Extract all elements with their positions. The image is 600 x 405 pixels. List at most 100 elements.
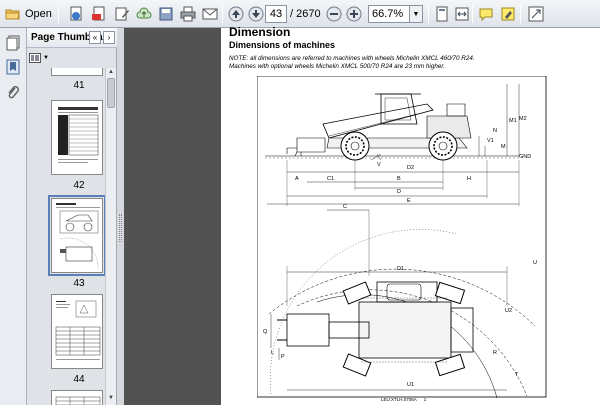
scrollbar-thumb[interactable] <box>107 78 115 108</box>
dim-label: GND <box>519 154 531 160</box>
figure-reference: LEU.XTLH.0706A 1 <box>381 397 426 402</box>
page-43-preview <box>56 203 100 270</box>
save-icon <box>159 7 173 21</box>
dim-label: M <box>501 144 506 150</box>
scroll-up-icon[interactable]: ▲ <box>108 69 114 75</box>
expand-button[interactable] <box>526 4 546 24</box>
main-toolbar: Open <box>0 0 600 28</box>
dim-label: B <box>397 176 401 182</box>
comment-button[interactable] <box>476 4 496 24</box>
attachments-tab[interactable] <box>4 84 22 102</box>
dim-label: Q <box>263 329 268 335</box>
fit-width-button[interactable] <box>452 4 472 24</box>
dim-label: M2 <box>519 116 527 122</box>
document-view[interactable]: Dimension Dimensions of machines NOTE: a… <box>124 25 600 405</box>
dim-label: U <box>533 260 537 266</box>
page-subtitle: Dimensions of machines <box>229 40 336 50</box>
printer-icon <box>180 6 196 22</box>
dim-label: T <box>515 372 519 378</box>
thumbnail-page-42[interactable] <box>51 100 103 175</box>
dim-label: U2 <box>505 308 512 314</box>
previous-page-button[interactable] <box>226 4 246 24</box>
paperclip-icon <box>8 85 20 99</box>
chevron-right-icon: › <box>107 33 111 42</box>
panel-splitter[interactable] <box>117 28 124 405</box>
toolbar-separator <box>58 5 59 23</box>
page-count: / 2670 <box>290 8 321 20</box>
thumbnail-page-44[interactable] <box>51 294 103 369</box>
figure-number: 1 <box>423 397 427 402</box>
thumbnail-scrollbar[interactable]: ▲ ▼ <box>105 68 116 405</box>
side-view-labels: M1 M2 V1 N M GND V D2 A C1 B H D E <box>295 116 531 204</box>
scroll-down-icon[interactable]: ▼ <box>108 395 114 401</box>
open-label: Open <box>25 8 52 20</box>
thumbnail-page-45[interactable] <box>51 390 103 405</box>
next-page-button[interactable] <box>246 4 266 24</box>
minus-icon <box>326 6 342 22</box>
figure-code: LEU.XTLH.0706A <box>381 397 417 402</box>
note-line: NOTE: all dimensions are referred to mac… <box>229 55 475 62</box>
thumbnail-panel: Page Thumbna... « › ▼ 41 42 <box>27 28 117 405</box>
dim-label: A <box>295 176 299 182</box>
print-button[interactable] <box>178 4 198 24</box>
thumbnail-options-icon <box>29 53 41 63</box>
thumbnail-list: 41 42 <box>27 68 105 405</box>
top-view-labels: C D1 U U2 Q L P R U1 T <box>263 204 537 388</box>
page-number-input[interactable] <box>265 5 287 23</box>
email-button[interactable] <box>200 4 220 24</box>
arrow-down-icon <box>248 6 264 22</box>
page-45-preview <box>55 396 101 405</box>
create-pdf-button[interactable] <box>66 4 86 24</box>
fit-page-icon <box>436 6 448 22</box>
dim-label: D2 <box>407 165 414 171</box>
dim-label: N <box>493 128 497 134</box>
export-pdf-button[interactable] <box>89 4 109 24</box>
zoom-dropdown-button[interactable]: ▼ <box>410 5 423 23</box>
page-thumbnails-tab[interactable] <box>4 34 22 52</box>
envelope-icon <box>202 8 218 20</box>
collapse-panel-button[interactable]: « <box>89 31 101 44</box>
dim-label: E <box>407 198 411 204</box>
zoom-level-field[interactable]: 66.7% <box>368 5 410 23</box>
double-chevron-left-icon: « <box>92 33 98 42</box>
edit-button[interactable] <box>112 4 132 24</box>
thumbnail-page-number: 42 <box>73 180 85 191</box>
machine-dimension-drawing: M1 M2 V1 N M GND V D2 A C1 B H D E <box>257 76 547 398</box>
folder-open-icon <box>5 9 20 20</box>
dim-label: R <box>493 350 497 356</box>
dim-label: C1 <box>327 176 334 182</box>
dim-label: L <box>271 350 274 356</box>
zoom-out-button[interactable] <box>324 4 344 24</box>
save-button[interactable] <box>156 4 176 24</box>
panel-menu-button[interactable]: › <box>103 31 115 44</box>
top-view <box>268 209 536 398</box>
dim-label: V <box>377 162 381 168</box>
open-button[interactable]: Open <box>3 4 53 24</box>
pdf-export-icon <box>92 6 105 21</box>
fit-page-button[interactable] <box>432 4 452 24</box>
bookmarks-tab[interactable] <box>4 58 22 76</box>
highlight-button[interactable] <box>498 4 518 24</box>
dim-label: C <box>343 204 347 210</box>
zoom-in-button[interactable] <box>344 4 364 24</box>
upload-button[interactable] <box>134 4 154 24</box>
dim-label: U1 <box>407 382 414 388</box>
toolbar-separator <box>428 5 429 23</box>
panel-title: Page Thumbna... <box>31 32 112 43</box>
dim-label: D <box>397 189 401 195</box>
pdf-page: Dimension Dimensions of machines NOTE: a… <box>221 25 600 405</box>
fit-width-icon <box>455 7 469 21</box>
section-title: Dimension <box>229 25 291 39</box>
navigation-pane-strip <box>0 28 27 405</box>
thumbnail-page-number: 44 <box>73 374 85 385</box>
side-view <box>265 84 520 206</box>
thumbnail-page-40[interactable] <box>51 68 103 76</box>
toolbar-separator <box>520 5 521 23</box>
thumbnail-page-43[interactable] <box>48 195 105 276</box>
highlighter-icon <box>501 7 515 21</box>
toolbar-separator <box>222 5 223 23</box>
thumbnail-page-number: 43 <box>73 278 85 289</box>
splitter-grip-icon <box>119 214 122 242</box>
thumbnail-options-button[interactable]: ▼ <box>29 51 51 65</box>
create-pdf-icon <box>70 6 82 21</box>
